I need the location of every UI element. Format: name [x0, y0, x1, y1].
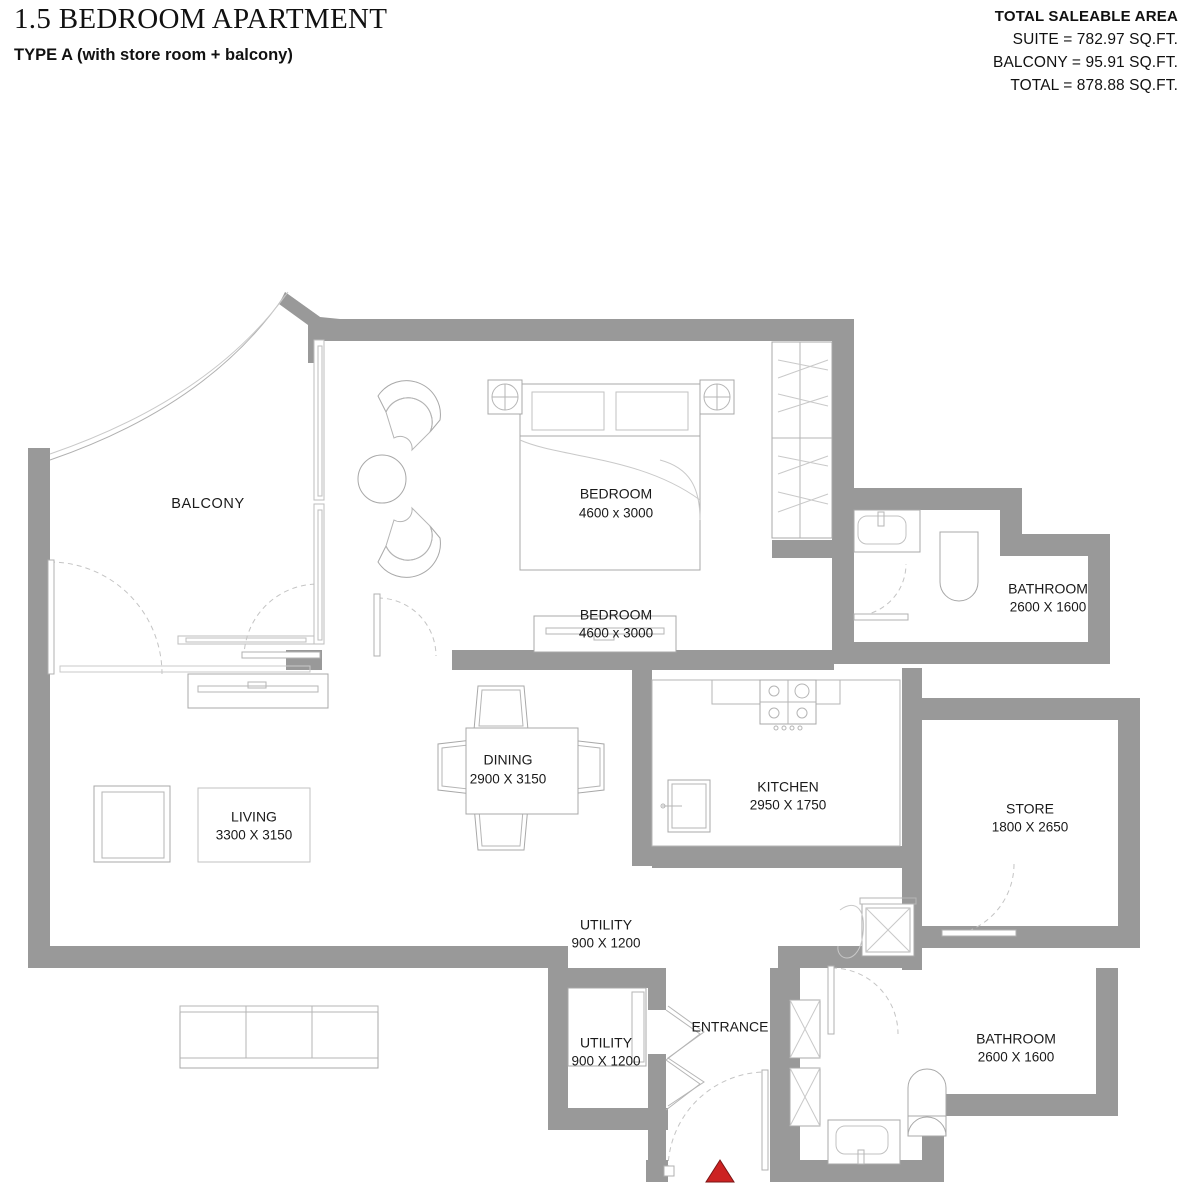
room-dining: DINING 2900 X 3150 [437, 685, 605, 851]
store-door-swing [941, 863, 1015, 937]
page-header: 1.5 BEDROOM APARTMENT TYPE A (with store… [0, 0, 1200, 120]
room-label-utility: UTILITY [580, 917, 633, 933]
dining-table [465, 727, 579, 815]
room-dims-kitchen: 2950 X 1750 [750, 798, 827, 813]
wall-group [28, 292, 1140, 1182]
room-dims-dining: 2900 X 3150 [470, 772, 547, 787]
wardrobe [771, 341, 833, 539]
bedroom-door-swing [377, 597, 437, 657]
page-title: 1.5 BEDROOM APARTMENT [14, 3, 388, 35]
bath2-door-swing [831, 967, 899, 1035]
room-label-bedroom-main: BEDROOM [580, 486, 652, 502]
wardrobe-hanging-lines [777, 359, 829, 513]
room-label-utility-main: UTILITY [580, 1035, 633, 1051]
room-dims-living: 3300 X 3150 [216, 828, 293, 843]
entrance-group: ENTRANCE [663, 1005, 769, 1183]
area-balcony: BALCONY = 95.91 SQ.FT. [993, 54, 1178, 71]
utility-label-group: UTILITY 900 X 1200 [571, 1035, 640, 1069]
room-dims-utility: 900 X 1200 [571, 936, 640, 951]
area-summary-heading: TOTAL SALEABLE AREA [994, 8, 1178, 25]
armchair-lower [377, 525, 441, 578]
floor-plan-svg: BALCONY [28, 291, 1140, 1183]
room-living: LIVING 3300 X 3150 [93, 673, 379, 1069]
room-label-bathroom-upper: BATHROOM [1008, 581, 1088, 597]
room-label-store: STORE [1006, 801, 1054, 817]
room-utility: UTILITY 900 X 1200 [567, 917, 647, 1067]
bath1-faucet [877, 511, 885, 527]
floor-plan-canvas: BALCONY [0, 120, 1200, 1185]
bath1-toilet [939, 531, 979, 602]
bath2-sink [835, 1125, 889, 1155]
utility-unit [567, 987, 647, 1067]
entry-direction-marker [705, 1159, 735, 1183]
pillow-right [615, 391, 689, 431]
room-label-bedroom: BEDROOM [580, 607, 652, 623]
page-subtitle: TYPE A (with store room + balcony) [14, 45, 293, 64]
bath2-faucet [857, 1149, 865, 1165]
entry-door-swing [667, 1071, 767, 1171]
balcony-door-swing-right [243, 583, 319, 659]
living-rug [197, 787, 311, 863]
room-balcony: BALCONY [47, 291, 325, 675]
area-total: TOTAL = 878.88 SQ.FT. [1010, 77, 1178, 94]
room-label-bathroom-lower: BATHROOM [976, 1031, 1056, 1047]
armchair-upper [377, 380, 441, 433]
room-store: STORE 1800 X 2650 [941, 801, 1069, 937]
room-dims-utility-main: 900 X 1200 [571, 1054, 640, 1069]
room-bathroom-lower: BATHROOM 2600 X 1600 [789, 965, 1056, 1165]
bath2-toilet [907, 1068, 947, 1117]
living-armchair [93, 785, 171, 863]
room-label-kitchen: KITCHEN [757, 779, 818, 795]
balcony-door-swing-left [49, 561, 163, 675]
label-entrance: ENTRANCE [691, 1019, 768, 1035]
area-suite: SUITE = 782.97 SQ.FT. [1012, 31, 1178, 48]
room-bathroom-upper: BATHROOM 2600 X 1600 [853, 509, 1088, 621]
room-label-living: LIVING [231, 809, 277, 825]
room-dims-store: 1800 X 2650 [992, 820, 1069, 835]
pillow-left [531, 391, 605, 431]
title-block: 1.5 BEDROOM APARTMENT TYPE A (with store… [14, 3, 388, 64]
bath1-door-swing [853, 563, 907, 617]
cooktop-knobs [773, 725, 803, 731]
bedroom-label-group: BEDROOM 4600 x 3000 [579, 486, 653, 521]
bath1-sink [857, 515, 907, 545]
room-dims-bathroom-upper: 2600 X 1600 [1010, 600, 1087, 615]
area-summary: TOTAL SALEABLE AREA SUITE = 782.97 SQ.FT… [993, 8, 1178, 100]
round-side-table [357, 454, 407, 504]
room-dims-bedroom-main: 4600 x 3000 [579, 506, 653, 521]
room-label-balcony: BALCONY [171, 496, 245, 512]
living-tv-console [187, 673, 329, 709]
room-kitchen: KITCHEN 2950 X 1750 [651, 679, 917, 959]
room-dims-bedroom: 4600 x 3000 [579, 626, 653, 641]
room-bedroom: BEDROOM 4600 x 3000 [357, 341, 833, 657]
room-dims-bathroom-lower: 2600 X 1600 [978, 1050, 1055, 1065]
room-label-dining: DINING [484, 752, 533, 768]
sofa [179, 1005, 379, 1069]
